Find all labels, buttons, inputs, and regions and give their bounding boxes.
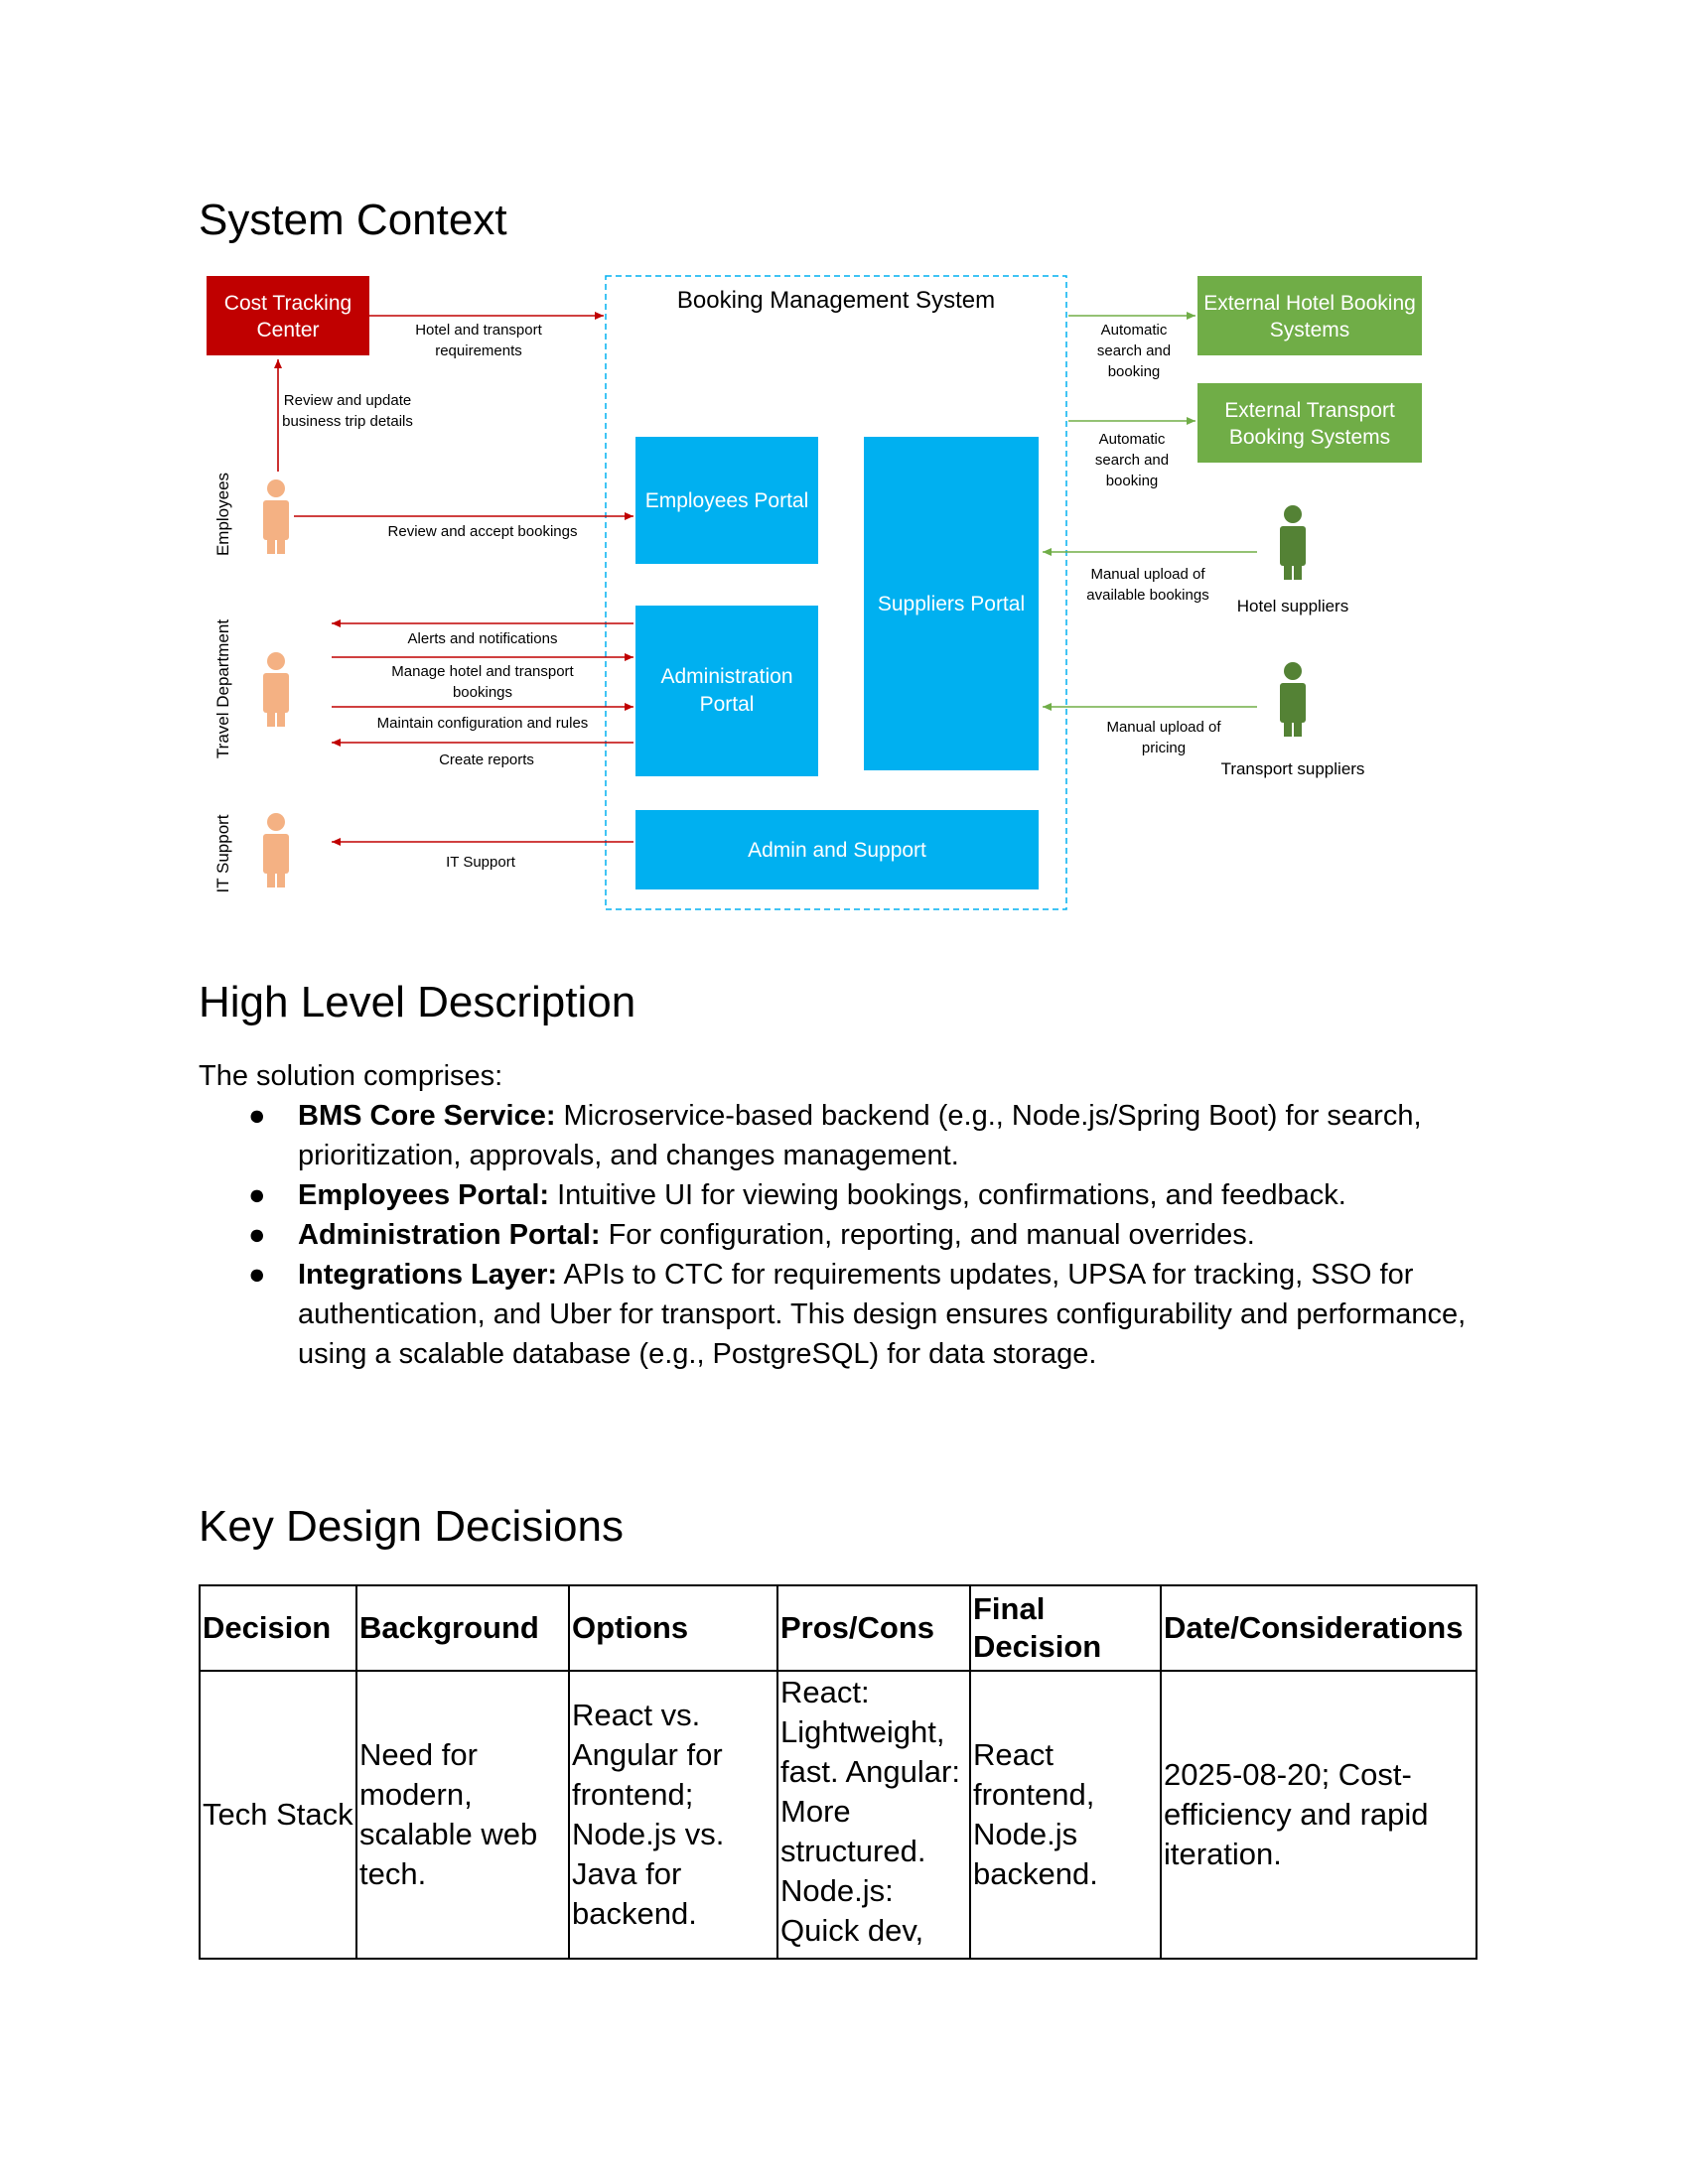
flow-reports: Create reports [439, 751, 534, 768]
bullet-icon: ● [248, 1179, 266, 1211]
description-intro: The solution comprises: [199, 1060, 503, 1092]
admin-support-label: Admin and Support [748, 839, 926, 862]
flow-hotel-req-2: requirements [435, 342, 522, 359]
actor-it-label: IT Support [213, 814, 232, 892]
flow-it-support: IT Support [446, 854, 516, 871]
column-header-decision: Decision [199, 1584, 357, 1672]
list-item-text: For configuration, reporting, and manual… [600, 1219, 1255, 1251]
list-item: ● BMS Core Service: Microservice-based ba… [248, 1096, 1509, 1175]
flow-review-update-1: Review and update [284, 392, 411, 409]
list-item: ● Employees Portal: Intuitive UI for view… [248, 1175, 1509, 1215]
table-header-row: Decision Background Options Pros/Cons Fi… [199, 1584, 1477, 1672]
transport-suppliers-label: Transport suppliers [1221, 759, 1365, 778]
flow-auto-hotel-2: search and [1097, 342, 1171, 359]
flow-hotel-req-1: Hotel and transport [415, 322, 542, 339]
table-row: Tech Stack Need for modern, scalable web… [199, 1670, 1477, 1960]
ext-transport-label-2: Booking Systems [1229, 426, 1390, 449]
employees-portal-box [635, 437, 818, 564]
cost-center-label-2: Center [256, 319, 319, 341]
section-title-key-design-decisions: Key Design Decisions [199, 1502, 624, 1551]
column-header-options: Options [568, 1584, 778, 1672]
flow-manual-avail-2: available bookings [1086, 587, 1208, 604]
key-design-decisions-table: Decision Background Options Pros/Cons Fi… [199, 1584, 1477, 1960]
list-item: ● Administration Portal: For configuratio… [248, 1215, 1509, 1255]
section-title-system-context: System Context [199, 196, 507, 244]
employees-portal-label: Employees Portal [645, 489, 809, 512]
flow-auto-hotel-3: booking [1108, 363, 1161, 380]
bullet-icon: ● [248, 1219, 266, 1251]
flow-manual-pricing-1: Manual upload of [1106, 719, 1221, 736]
bullet-icon: ● [248, 1259, 266, 1291]
travel-department-person-icon [263, 652, 289, 727]
flow-manage-2: bookings [453, 684, 512, 701]
flow-manage-1: Manage hotel and transport [391, 663, 574, 680]
description-list: ● BMS Core Service: Microservice-based ba… [199, 1096, 1509, 1374]
table-cell-background: Need for modern, scalable web tech. [355, 1670, 570, 1960]
flow-auto-transport-1: Automatic [1099, 431, 1166, 448]
column-header-pros-cons: Pros/Cons [776, 1584, 971, 1672]
employees-person-icon [263, 479, 289, 554]
external-transport-booking-box [1197, 383, 1422, 463]
section-title-high-level-description: High Level Description [199, 978, 636, 1026]
bms-boundary [605, 275, 1067, 910]
list-item-label: BMS Core Service: [298, 1100, 556, 1132]
suppliers-portal-box [864, 437, 1039, 770]
bullet-icon: ● [248, 1100, 266, 1132]
flow-manual-pricing-2: pricing [1142, 740, 1186, 756]
bms-title: Booking Management System [677, 287, 995, 314]
suppliers-portal-label: Suppliers Portal [878, 593, 1025, 615]
administration-portal-label-2: Portal [700, 693, 755, 716]
ext-transport-label-1: External Transport [1224, 399, 1395, 422]
cost-center-label-1: Cost Tracking [224, 292, 352, 315]
flow-manual-avail-1: Manual upload of [1090, 566, 1205, 583]
ext-hotel-label-1: External Hotel Booking [1203, 292, 1416, 315]
column-header-date-considerations: Date/Considerations [1160, 1584, 1477, 1672]
column-header-final-decision: Final Decision [969, 1584, 1162, 1672]
actor-travel-label: Travel Department [213, 619, 232, 758]
transport-suppliers-person-icon [1280, 662, 1306, 737]
list-item-text: Intuitive UI for viewing bookings, confi… [549, 1179, 1346, 1211]
administration-portal-box [635, 606, 818, 776]
admin-support-box [635, 810, 1039, 889]
flow-auto-transport-3: booking [1106, 473, 1159, 489]
list-item-label: Administration Portal: [298, 1219, 601, 1251]
list-item-label: Employees Portal: [298, 1179, 550, 1211]
it-support-person-icon [263, 813, 289, 887]
flow-review-update-2: business trip details [282, 413, 413, 430]
ext-hotel-label-2: Systems [1270, 319, 1350, 341]
table-cell-pros-cons: React: Lightweight, fast. Angular: More … [776, 1670, 971, 1960]
administration-portal-label-1: Administration [660, 665, 792, 688]
hotel-suppliers-person-icon [1280, 505, 1306, 580]
actor-employees-label: Employees [213, 473, 232, 556]
flow-review-accept: Review and accept bookings [388, 523, 578, 540]
list-item-text: APIs to CTC for requirements updates, UP… [298, 1259, 1467, 1370]
description-body: The solution comprises: ● BMS Core Servic… [199, 1056, 1509, 1374]
table-cell-date-considerations: 2025-08-20; Cost-efficiency and rapid it… [1160, 1670, 1477, 1960]
table-cell-options: React vs. Angular for frontend; Node.js … [568, 1670, 778, 1960]
flow-auto-transport-2: search and [1095, 452, 1169, 469]
table-cell-decision: Tech Stack [199, 1670, 357, 1960]
cost-tracking-center-box [207, 276, 369, 355]
list-item: ● Integrations Layer: APIs to CTC for req… [248, 1255, 1509, 1374]
flow-maintain: Maintain configuration and rules [377, 715, 589, 732]
hotel-suppliers-label: Hotel suppliers [1237, 597, 1348, 615]
list-item-label: Integrations Layer: [298, 1259, 558, 1291]
flow-auto-hotel-1: Automatic [1101, 322, 1168, 339]
pros-cons-text: React: Lightweight, fast. Angular: More … [780, 1675, 960, 1948]
external-hotel-booking-box [1197, 276, 1422, 355]
list-item-text: Microservice-based backend (e.g., Node.j… [298, 1100, 1422, 1171]
system-context-diagram: Booking Management System Cost Tracking … [199, 268, 1470, 943]
table-cell-final-decision: React frontend, Node.js backend. [969, 1670, 1162, 1960]
flow-alerts: Alerts and notifications [408, 630, 558, 647]
column-header-background: Background [355, 1584, 570, 1672]
